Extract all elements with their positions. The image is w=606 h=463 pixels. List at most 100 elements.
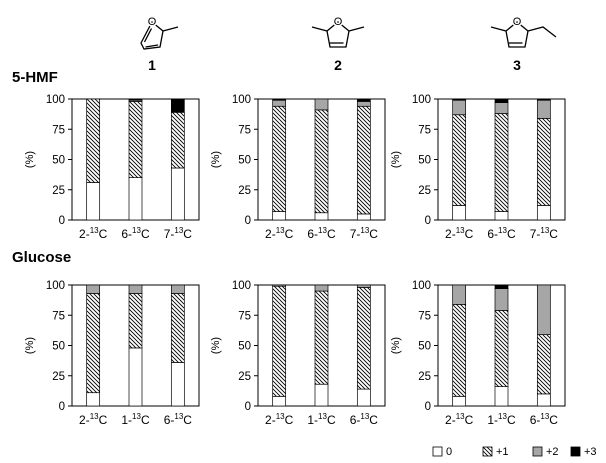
bar-segment <box>356 388 371 407</box>
y-tick-label: 50 <box>418 155 431 167</box>
bar-segment <box>452 284 467 305</box>
bar-segment <box>170 98 185 113</box>
bar-segment <box>128 101 143 179</box>
legend-label: 0 <box>446 446 452 458</box>
bar-segment <box>452 205 467 221</box>
x-tick-label: 1-13C <box>487 412 516 427</box>
y-tick-label: 75 <box>52 124 65 136</box>
y-tick-label: 50 <box>52 155 65 167</box>
y-tick-label: 100 <box>232 280 251 292</box>
legend-label: +2 <box>546 446 559 458</box>
bar-segment <box>536 284 551 335</box>
bar-segment <box>86 284 101 294</box>
x-tick-label: 6-13C <box>307 226 336 241</box>
bar-segment <box>272 211 287 221</box>
bar-segment <box>494 284 509 289</box>
x-tick-label: 7-13C <box>350 226 379 241</box>
y-axis-label: (%) <box>390 151 402 168</box>
y-tick-label: 75 <box>418 310 431 322</box>
bar-segment <box>86 98 101 183</box>
bar-segment <box>452 114 467 206</box>
bar-segment <box>272 285 287 397</box>
legend-swatch-plus2 <box>532 446 543 457</box>
y-axis-label: (%) <box>24 337 36 354</box>
bar-segment <box>494 386 509 407</box>
y-tick-label: 75 <box>238 310 251 322</box>
bar-segment <box>272 98 287 101</box>
bar-segment <box>494 288 509 311</box>
bar-segment <box>314 98 329 111</box>
compound-label: 2 <box>334 57 342 73</box>
bar-segment <box>356 98 371 102</box>
x-tick-label: 2-13C <box>79 412 108 427</box>
bar-segment <box>128 293 143 349</box>
bar-segment <box>272 99 287 107</box>
y-tick-label: 100 <box>232 94 251 106</box>
bar-segment <box>272 395 287 407</box>
y-tick-label: 50 <box>238 341 251 353</box>
bar-segment <box>536 334 551 395</box>
bar-segment <box>86 392 101 407</box>
legend: 0 +1 +2 +3 <box>432 446 597 458</box>
bar-segment <box>314 290 329 385</box>
y-tick-label: 75 <box>238 124 251 136</box>
legend-swatch-plus3 <box>570 446 581 457</box>
bar-segment <box>314 212 329 221</box>
bar-segment <box>170 167 185 221</box>
x-tick-label: 1-13C <box>121 412 150 427</box>
bar-segment <box>272 284 287 287</box>
bar-segment <box>170 111 185 169</box>
y-tick-label: 100 <box>46 280 65 292</box>
x-tick-label: 7-13C <box>164 226 193 241</box>
chart-panel: 0 25 50 75 100 (%) 2-13C 1-13C 6-13C <box>210 280 386 427</box>
compound-1-oxygen: O <box>148 16 157 28</box>
x-tick-label: 6-13C <box>350 412 379 427</box>
chart-panels: 0 25 50 75 100 (%) 2-13C 6-13C 7-13C 0 25 50 75 100 (%… <box>24 94 566 427</box>
legend-label: +1 <box>496 446 509 458</box>
bar-segment <box>536 205 551 221</box>
x-tick-label: 1-13C <box>307 412 336 427</box>
bar-segment <box>536 393 551 407</box>
y-tick-label: 0 <box>425 215 431 227</box>
bar-segment <box>356 101 371 107</box>
compound-label: 3 <box>513 57 521 73</box>
y-tick-label: 100 <box>412 94 431 106</box>
compound-3-structure <box>490 21 557 48</box>
y-tick-label: 25 <box>52 371 65 383</box>
y-tick-label: 25 <box>418 371 431 383</box>
y-tick-label: 100 <box>46 94 65 106</box>
bar-segment <box>494 211 509 221</box>
y-tick-label: 25 <box>238 371 251 383</box>
x-tick-label: 6-13C <box>164 412 193 427</box>
y-tick-label: 50 <box>52 341 65 353</box>
compound-label: 1 <box>148 57 156 73</box>
compound-3-oxygen: O <box>513 16 522 28</box>
bar-segment <box>452 395 467 407</box>
bar-segment <box>128 347 143 407</box>
y-tick-label: 25 <box>418 185 431 197</box>
bar-segment <box>128 177 143 221</box>
y-axis-label: (%) <box>24 151 36 168</box>
bar-segment <box>314 383 329 407</box>
bar-segment <box>356 284 371 288</box>
x-tick-label: 2-13C <box>265 412 294 427</box>
y-tick-label: 25 <box>52 185 65 197</box>
y-tick-label: 75 <box>52 310 65 322</box>
y-tick-label: 100 <box>412 280 431 292</box>
bar-segment <box>314 109 329 214</box>
y-tick-label: 0 <box>245 401 251 413</box>
x-tick-label: 7-13C <box>530 226 559 241</box>
bar-segment <box>494 113 509 212</box>
bar-segment <box>452 304 467 397</box>
y-tick-label: 50 <box>238 155 251 167</box>
y-tick-label: 25 <box>238 185 251 197</box>
y-axis-label: (%) <box>210 337 222 354</box>
bar-segment <box>86 293 101 394</box>
bar-segment <box>170 293 185 363</box>
